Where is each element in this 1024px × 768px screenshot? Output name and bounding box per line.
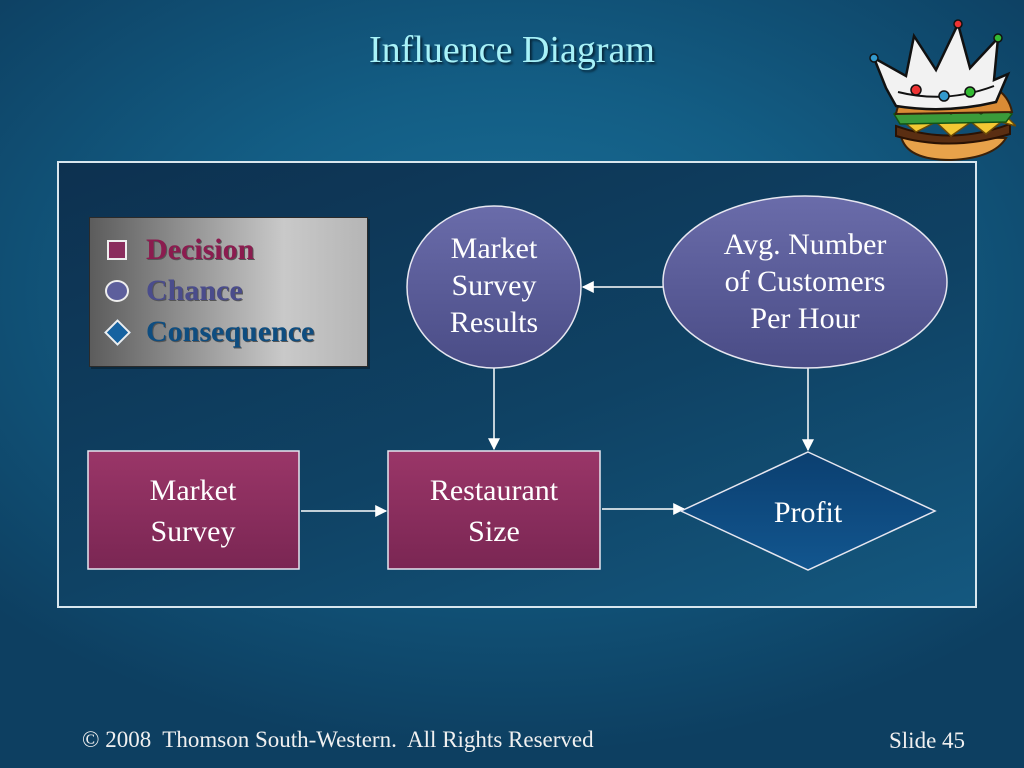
legend-label-decision: Decision [146, 233, 255, 266]
node-label-line: Market [451, 232, 538, 265]
slide-title: Influence Diagram [369, 29, 655, 71]
node-label-line: of Customers [725, 265, 886, 298]
node-label-line: Market [150, 474, 237, 507]
consequence-node-profit: Profit [679, 451, 937, 571]
decision-node-market-survey: Market Survey [87, 450, 300, 570]
legend-label-chance: Chance [146, 274, 243, 307]
chance-node-market-survey-results: Market Survey Results [406, 205, 582, 369]
legend-item-chance: Chance [104, 271, 243, 311]
node-label-line: Restaurant [430, 474, 559, 507]
node-label-line: Results [450, 306, 538, 339]
decision-node-restaurant-size: Restaurant Size [387, 450, 601, 570]
legend-item-consequence: Consequence [103, 312, 315, 352]
footer-copyright: © 2008 Thomson South-Western. All Rights… [82, 727, 594, 752]
footer-slide-number: Slide 45 [889, 728, 966, 753]
node-label-line: Avg. Number [724, 228, 887, 261]
chance-circle-icon [104, 280, 130, 302]
chance-node-avg-customers: Avg. Number of Customers Per Hour [662, 195, 948, 369]
node-label-line: Survey [452, 269, 537, 302]
node-label-line: Size [468, 515, 520, 548]
node-label-line: Per Hour [750, 302, 859, 335]
legend: Decision Chance Consequence [89, 217, 368, 367]
decision-square-icon [104, 240, 130, 260]
legend-label-consequence: Consequence [146, 315, 315, 348]
node-label-line: Survey [151, 515, 236, 548]
legend-item-decision: Decision [104, 230, 254, 270]
crowned-burger-icon [869, 19, 1016, 162]
node-label-line: Profit [774, 496, 843, 529]
